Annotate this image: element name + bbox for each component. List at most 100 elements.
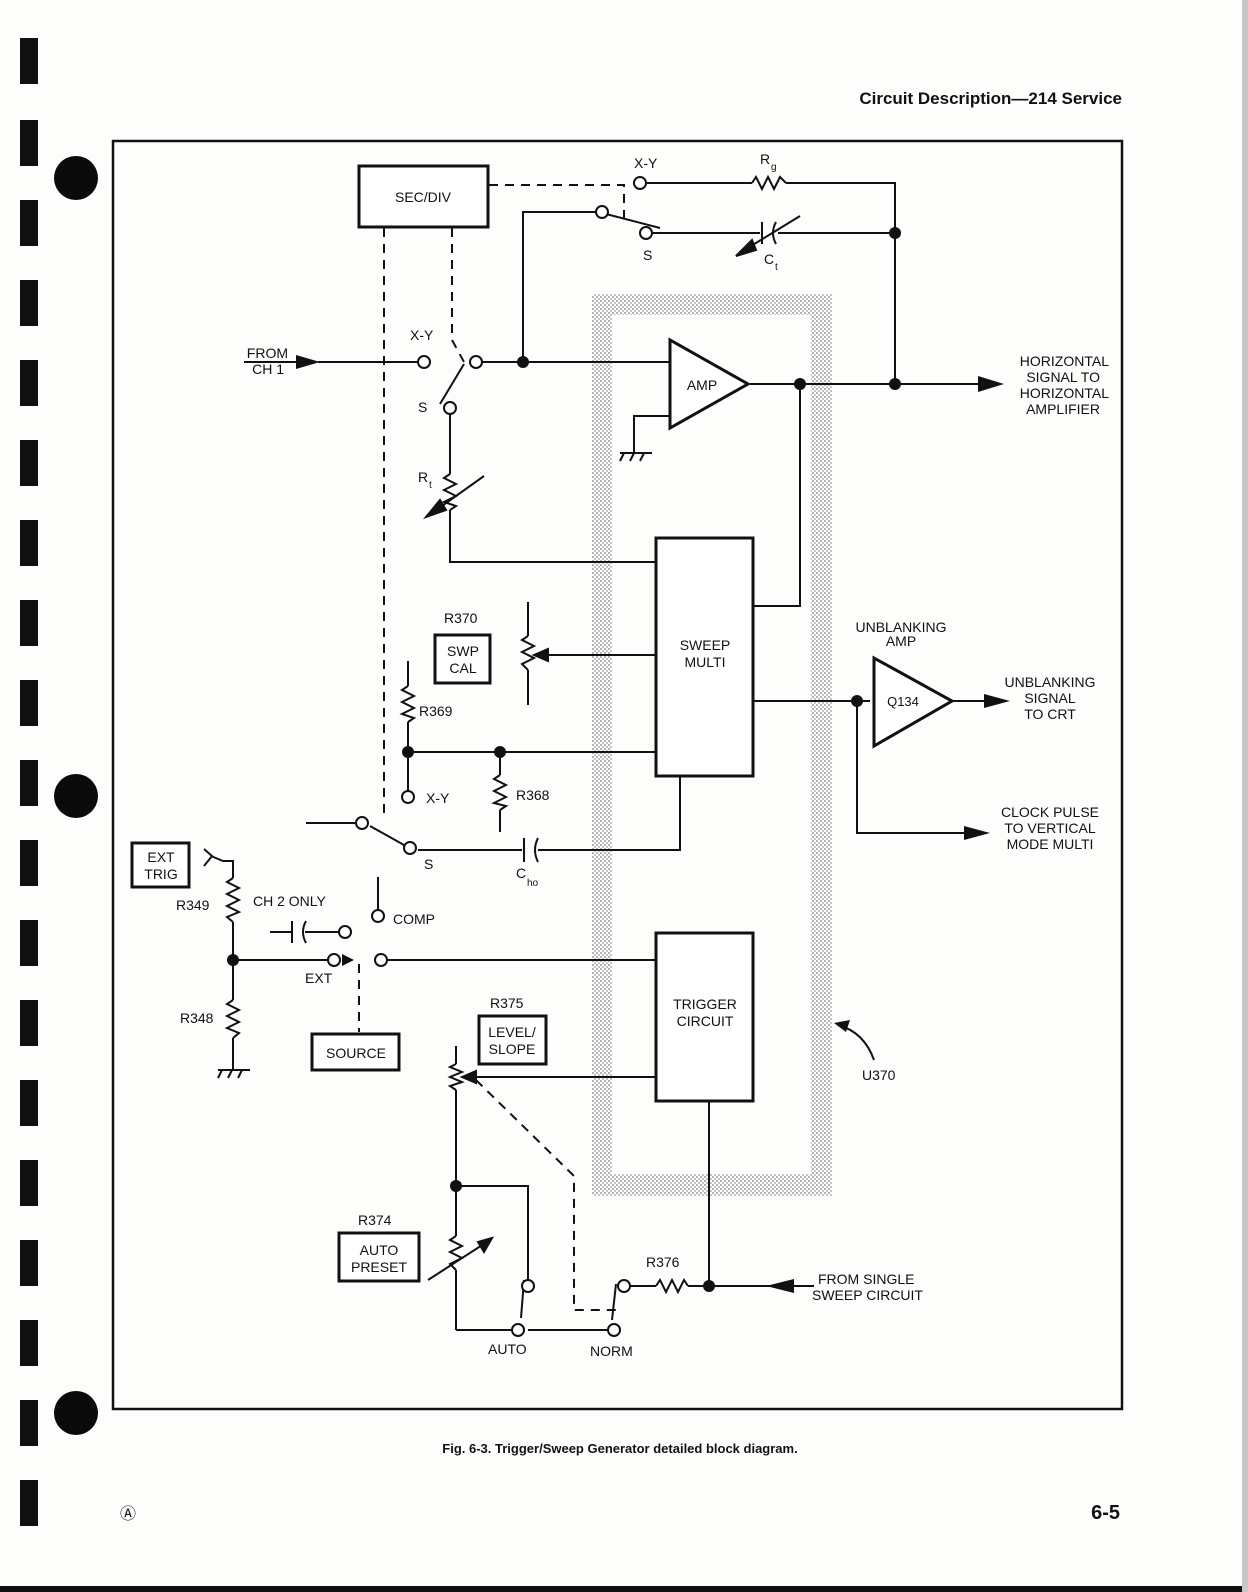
ct-subscript: t — [775, 262, 778, 273]
horizontal-out-label-1: HORIZONTAL — [1020, 353, 1109, 369]
variable-arrows — [422, 215, 801, 1281]
clock-out-label-1: CLOCK PULSE — [1001, 804, 1099, 820]
from-single-label-1: FROM SINGLE — [818, 1271, 914, 1287]
rt-label: R — [418, 469, 428, 485]
xy-mid-label: X-Y — [410, 327, 434, 343]
r369-label: R369 — [419, 703, 453, 719]
ground-symbols — [217, 452, 652, 1079]
level-slope-control: LEVEL/ SLOPE — [477, 1014, 548, 1066]
rg-label: R — [760, 151, 770, 167]
unblanking-amp-label-2: AMP — [886, 633, 916, 649]
r376-resistor — [655, 1277, 689, 1295]
rg-resistor — [751, 174, 787, 192]
auto-preset-label-2: PRESET — [351, 1259, 407, 1275]
source-control: SOURCE — [310, 1032, 401, 1072]
sec-div-label: SEC/DIV — [395, 189, 452, 205]
sweep-multi-label-2: MULTI — [685, 654, 726, 670]
from-single-label-2: SWEEP CIRCUIT — [812, 1287, 923, 1303]
r376-label: R376 — [646, 1254, 680, 1270]
r348-resistor — [224, 999, 242, 1039]
ct-label: C — [764, 251, 774, 267]
trigger-circuit-label-2: CIRCUIT — [677, 1013, 734, 1029]
r375-label: R375 — [490, 995, 524, 1011]
unblanking-amp-label-1: UNBLANKING — [855, 619, 946, 635]
r370-label: R370 — [444, 610, 478, 626]
ext-trig-label-1: EXT — [147, 849, 175, 865]
trigger-circuit-label-1: TRIGGER — [673, 996, 737, 1012]
amp-label: AMP — [687, 377, 717, 393]
clock-out-label-2: TO VERTICAL — [1004, 820, 1096, 836]
s-low-label: S — [424, 856, 433, 872]
source-label: SOURCE — [326, 1045, 386, 1061]
rt-resistor — [441, 473, 459, 511]
norm-label: NORM — [590, 1343, 633, 1359]
page-header-title: Circuit Description—214 Service — [859, 89, 1122, 108]
swp-cal-label-2: CAL — [449, 660, 476, 676]
unblanking-out-label-3: TO CRT — [1024, 706, 1076, 722]
signal-arrows — [296, 355, 1010, 1293]
r349-label: R349 — [176, 897, 210, 913]
wiring — [210, 182, 985, 1331]
u370-ic-boundary — [592, 294, 832, 1196]
xy-top-label: X-Y — [634, 155, 658, 171]
sweep-multi-block: SWEEP MULTI — [654, 536, 755, 778]
mechanical-links — [358, 184, 625, 1311]
trigger-circuit-block: TRIGGER CIRCUIT — [654, 931, 755, 1103]
ext-trig-connector: EXT TRIG — [130, 841, 191, 889]
r375-resistor — [447, 1063, 465, 1091]
r349-resistor — [224, 877, 242, 923]
component-labels: X-Y R g S C t FROM CH 1 X-Y S R t HORIZO… — [176, 151, 1109, 1359]
horizontal-out-label-2: SIGNAL TO — [1026, 369, 1100, 385]
r370-resistor — [519, 635, 537, 671]
unblanking-out-label-1: UNBLANKING — [1004, 674, 1095, 690]
from-ch1-label-1: FROM — [247, 345, 288, 361]
from-ch1-label-2: CH 1 — [252, 361, 284, 377]
swp-cal-label-1: SWP — [447, 643, 479, 659]
xy-low-label: X-Y — [426, 790, 450, 806]
switch-contacts — [327, 176, 653, 1337]
auto-preset-label-1: AUTO — [360, 1242, 399, 1258]
level-slope-label-1: LEVEL/ — [488, 1024, 536, 1040]
horizontal-out-label-4: AMPLIFIER — [1026, 401, 1100, 417]
comp-label: COMP — [393, 911, 435, 927]
s-top-label: S — [643, 247, 652, 263]
page-number: 6-5 — [1091, 1502, 1120, 1524]
cho-subscript: ho — [527, 878, 539, 889]
ext-trig-label-2: TRIG — [144, 866, 177, 882]
q134-label: Q134 — [887, 694, 919, 709]
r374-resistor — [447, 1235, 465, 1271]
level-slope-label-2: SLOPE — [489, 1041, 536, 1057]
ext-trig-chevron — [203, 848, 214, 867]
figure-caption: Fig. 6-3. Trigger/Sweep Generator detail… — [442, 1441, 797, 1456]
diagram-frame — [111, 139, 1124, 1411]
sec-div-block: SEC/DIV — [357, 164, 490, 229]
rt-subscript: t — [429, 480, 432, 491]
auto-preset-control: AUTO PRESET — [337, 1231, 421, 1283]
r368-label: R368 — [516, 787, 550, 803]
s-mid-label: S — [418, 399, 427, 415]
capacitors — [291, 221, 777, 944]
horizontal-out-label-3: HORIZONTAL — [1020, 385, 1109, 401]
r368-resistor — [491, 774, 509, 811]
resistors — [224, 174, 787, 1295]
punch-holes — [54, 156, 98, 1435]
r369-resistor — [399, 685, 417, 723]
cho-label: C — [516, 865, 526, 881]
junction-dots — [227, 227, 901, 1292]
rg-subscript: g — [771, 162, 777, 173]
auto-label: AUTO — [488, 1341, 527, 1357]
r348-label: R348 — [180, 1010, 214, 1026]
horizontal-amp-triangle: AMP — [668, 337, 752, 431]
u370-label: U370 — [862, 1067, 896, 1083]
ext-label: EXT — [305, 970, 333, 986]
ch2-only-label: CH 2 ONLY — [253, 893, 327, 909]
unblanking-out-label-2: SIGNAL — [1024, 690, 1076, 706]
unblanking-amp-triangle: Q134 — [872, 655, 956, 749]
r374-label: R374 — [358, 1212, 392, 1228]
clock-out-label-3: MODE MULTI — [1007, 836, 1094, 852]
swp-cal-control: SWP CAL — [433, 633, 492, 685]
sweep-multi-label-1: SWEEP — [680, 637, 731, 653]
